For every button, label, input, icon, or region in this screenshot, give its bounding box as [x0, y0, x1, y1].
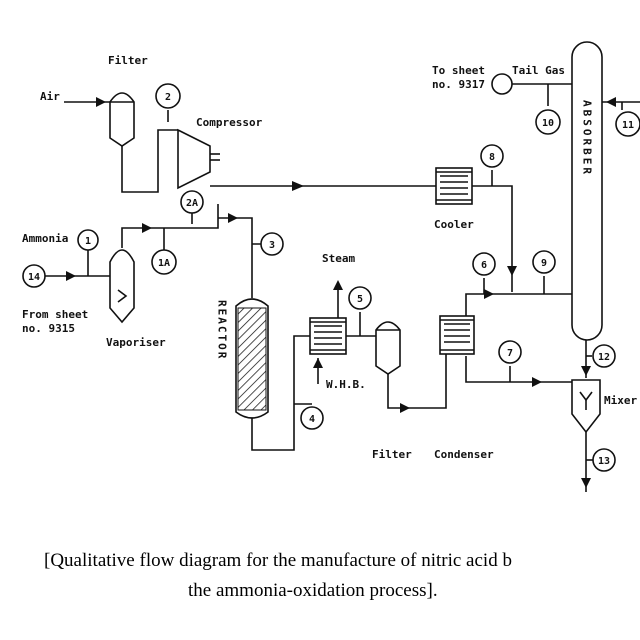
label-to-sheet-1: To sheet — [432, 64, 485, 77]
svg-text:10: 10 — [542, 118, 554, 129]
label-ammonia: Ammonia — [22, 232, 68, 245]
stream-marker-8: 8 — [480, 144, 504, 168]
label-cooler: Cooler — [434, 218, 474, 231]
arrow-right-inlet — [606, 97, 616, 107]
figure-caption: [Qualitative flow diagram for the manufa… — [44, 550, 512, 601]
tail-gas-outlet — [491, 73, 513, 95]
label-steam: Steam — [322, 252, 355, 265]
label-from-sheet-2: no. 9315 — [22, 322, 75, 335]
svg-text:12: 12 — [598, 352, 610, 363]
label-from-sheet-1: From sheet — [22, 308, 88, 321]
stream-marker-7: 7 — [498, 340, 522, 364]
arrow-vaporiser-out — [142, 223, 152, 233]
arrow-ammonia — [66, 271, 76, 281]
stream-marker-12: 12 — [592, 344, 616, 368]
reactor — [235, 298, 269, 419]
label-compressor: Compressor — [196, 116, 263, 129]
stream-marker-9: 9 — [532, 250, 556, 274]
mixer — [571, 379, 601, 434]
stream-marker-13: 13 — [592, 448, 616, 472]
svg-text:6: 6 — [481, 260, 487, 271]
svg-text:13: 13 — [598, 456, 610, 467]
stream-marker-1a: 1A — [151, 249, 177, 275]
svg-text:9: 9 — [541, 258, 547, 269]
stream-marker-2a: 2A — [180, 190, 204, 214]
stream-marker-4: 4 — [300, 406, 324, 430]
label-to-sheet-2: no. 9317 — [432, 78, 485, 91]
label-filter-bottom: Filter — [372, 448, 412, 461]
stream-marker-5: 5 — [348, 286, 372, 310]
vaporiser — [109, 249, 135, 324]
label-vaporiser: Vaporiser — [106, 336, 166, 349]
arrow-steam — [333, 280, 343, 290]
waste-heat-boiler — [309, 317, 347, 355]
svg-text:1A: 1A — [158, 258, 170, 269]
gas-filter — [375, 321, 401, 375]
label-absorber: ABSORBER — [581, 100, 594, 177]
arrow-condenser-vapour — [484, 289, 494, 299]
arrow-whb-water — [313, 358, 323, 368]
stream-marker-6: 6 — [472, 252, 496, 276]
condenser — [439, 315, 475, 355]
compressor — [177, 128, 220, 190]
cooler — [435, 167, 473, 205]
svg-text:1: 1 — [85, 236, 91, 247]
stream-marker-14: 14 — [22, 264, 46, 288]
svg-text:7: 7 — [507, 348, 513, 359]
arrow-to-condenser — [400, 403, 410, 413]
arrow-absorber-bottom — [581, 366, 591, 376]
arrow-to-absorber — [507, 266, 517, 276]
svg-text:8: 8 — [489, 152, 495, 163]
caption-line-2: the ammonia-oxidation process]. — [188, 580, 438, 601]
absorber-column — [571, 41, 603, 341]
svg-text:2: 2 — [165, 92, 171, 103]
stream-marker-2: 2 — [155, 83, 181, 109]
label-air: Air — [40, 90, 60, 103]
label-mixer: Mixer — [604, 394, 637, 407]
flow-arrows — [66, 97, 616, 488]
svg-text:11: 11 — [622, 120, 634, 131]
arrow-mixer-out — [581, 478, 591, 488]
label-filter-top: Filter — [108, 54, 148, 67]
svg-text:3: 3 — [269, 240, 275, 251]
svg-text:5: 5 — [357, 294, 363, 305]
air-filter — [109, 92, 135, 147]
arrow-air — [96, 97, 106, 107]
equipment-labels: Air Filter Compressor Ammonia From sheet… — [22, 54, 637, 461]
label-whb: W.H.B. — [326, 378, 366, 391]
svg-text:2A: 2A — [186, 198, 198, 209]
caption-line-1: [Qualitative flow diagram for the manufa… — [44, 550, 512, 571]
label-condenser: Condenser — [434, 448, 494, 461]
label-reactor: REACTOR — [216, 300, 229, 360]
svg-text:14: 14 — [28, 272, 40, 283]
arrow-condenser-liquid — [532, 377, 542, 387]
svg-text:4: 4 — [309, 414, 315, 425]
stream-markers: 1 1A 2 2A 3 4 5 6 7 8 9 10 11 12 13 14 — [22, 83, 640, 472]
stream-marker-3: 3 — [260, 232, 284, 256]
arrow-mix — [228, 213, 238, 223]
stream-marker-11: 11 — [615, 111, 640, 137]
arrow-to-cooler — [292, 181, 304, 191]
label-tail-gas: Tail Gas — [512, 64, 565, 77]
stream-marker-10: 10 — [535, 109, 561, 135]
stream-marker-1: 1 — [77, 229, 99, 251]
